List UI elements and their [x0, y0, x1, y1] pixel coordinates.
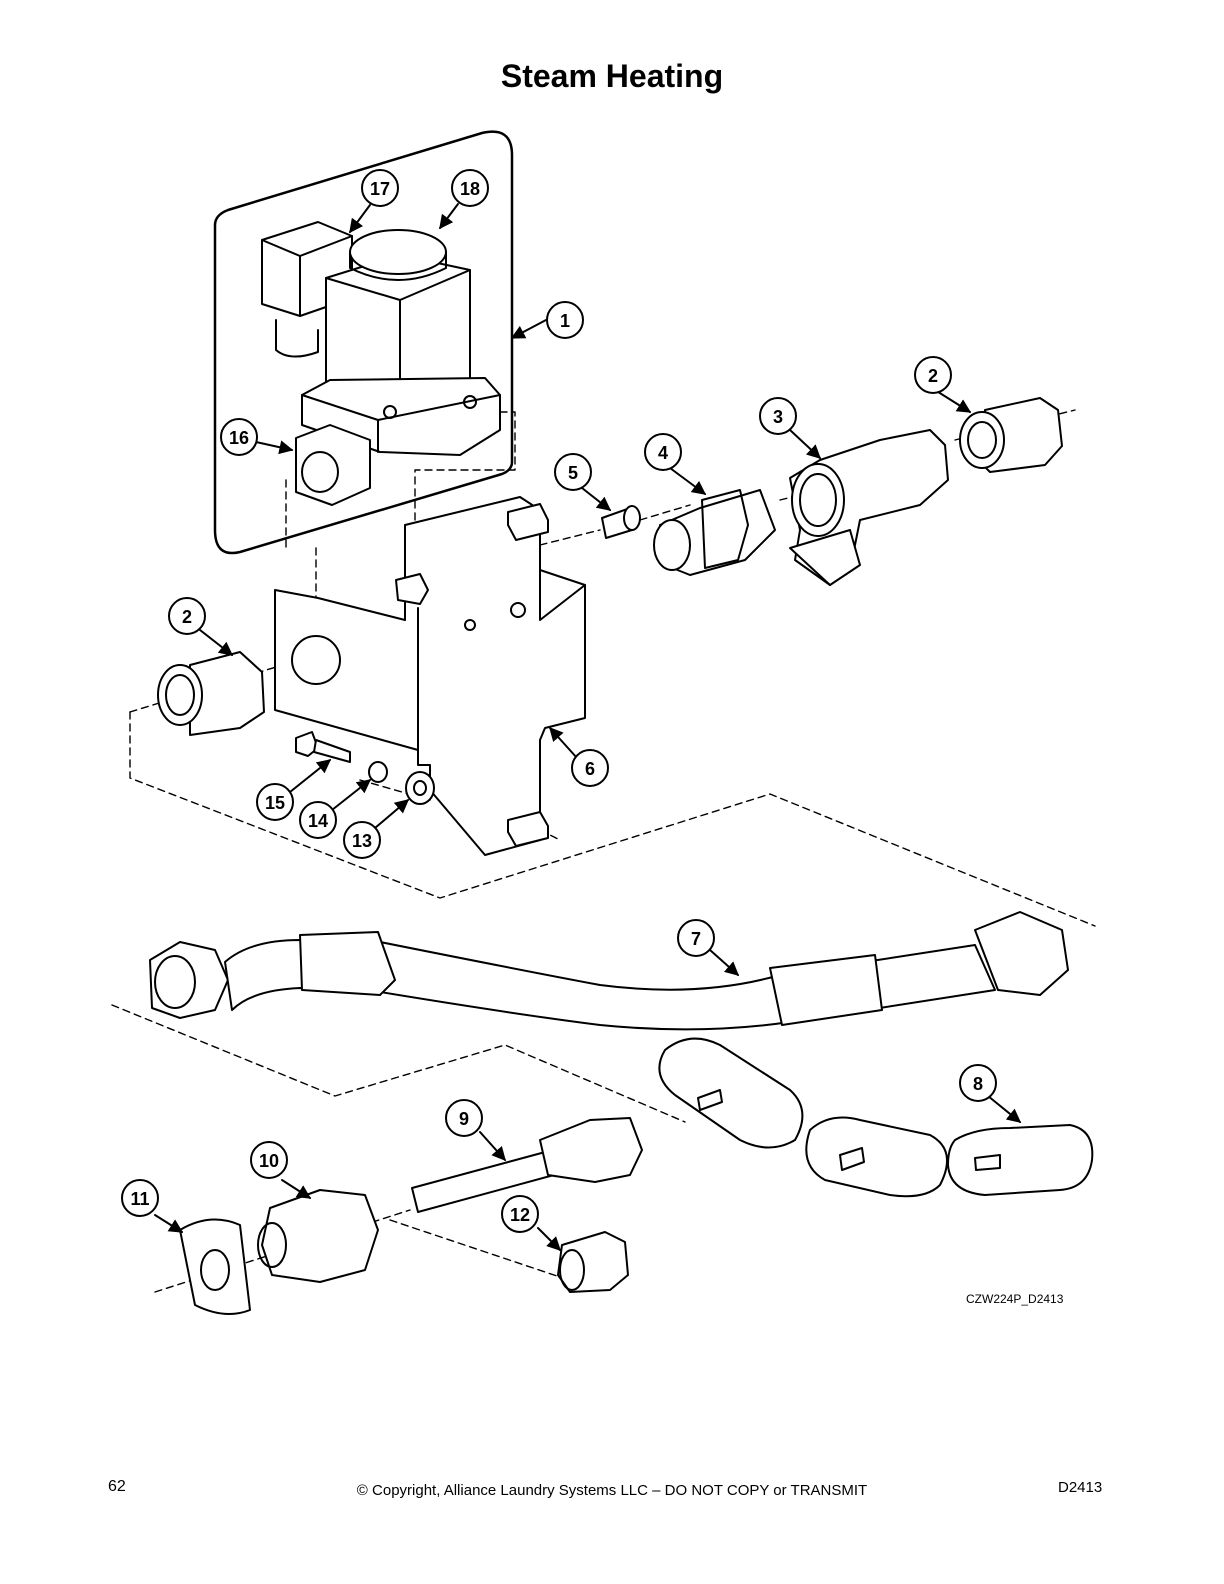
callout-18: 18	[451, 169, 489, 207]
callout-16: 16	[220, 418, 258, 456]
hex-nipple	[653, 489, 776, 576]
svg-text:11: 11	[130, 1189, 149, 1209]
valve-inset-panel	[213, 130, 514, 555]
svg-text:2: 2	[928, 366, 938, 386]
callout-1: 1	[546, 301, 584, 339]
solenoid-valve	[261, 221, 501, 506]
svg-text:5: 5	[568, 463, 578, 483]
callout-2-lower: 2	[168, 597, 206, 635]
callout-7: 7	[677, 919, 715, 957]
callout-14: 14	[299, 801, 337, 839]
document-code: D2413	[1058, 1479, 1103, 1496]
svg-text:13: 13	[352, 831, 372, 851]
steam-pipe	[411, 1117, 643, 1213]
bolt-and-washers	[295, 731, 435, 805]
callout-11: 11	[121, 1179, 159, 1217]
svg-text:2: 2	[182, 607, 192, 627]
callout-5: 5	[554, 453, 592, 491]
callout-13: 13	[343, 821, 381, 859]
svg-text:3: 3	[773, 407, 783, 427]
svg-text:10: 10	[259, 1151, 279, 1171]
callout-2-upper: 2	[914, 356, 952, 394]
svg-text:15: 15	[265, 793, 285, 813]
steam-hose	[149, 911, 1069, 1031]
pin	[601, 505, 641, 539]
svg-text:9: 9	[459, 1109, 469, 1129]
svg-text:7: 7	[691, 929, 701, 949]
callout-3: 3	[759, 397, 797, 435]
svg-text:17: 17	[370, 179, 390, 199]
page-title: Steam Heating	[500, 58, 724, 94]
svg-text:1: 1	[560, 311, 570, 331]
coupling-nut-washer	[179, 1189, 629, 1315]
callout-6: 6	[571, 749, 609, 787]
fitting-2-upper	[959, 397, 1063, 473]
callout-10: 10	[250, 1141, 288, 1179]
page-number: 62	[108, 1478, 126, 1495]
svg-text:6: 6	[585, 759, 595, 779]
mounting-bracket	[274, 496, 586, 856]
svg-text:8: 8	[973, 1074, 983, 1094]
svg-text:12: 12	[510, 1205, 530, 1225]
callout-8: 8	[959, 1064, 997, 1102]
callout-9: 9	[445, 1099, 483, 1137]
callout-4: 4	[644, 433, 682, 471]
fitting-2-lower	[157, 651, 265, 736]
steam-trap-assembly	[658, 1037, 1094, 1198]
callout-15: 15	[256, 783, 294, 821]
callout-12: 12	[501, 1195, 539, 1233]
svg-text:16: 16	[229, 428, 249, 448]
callout-leaders	[154, 203, 1022, 1251]
svg-text:18: 18	[460, 179, 480, 199]
strainer	[789, 429, 949, 586]
figure-code: CZW224P_D2413	[966, 1292, 1064, 1306]
copyright-notice: © Copyright, Alliance Laundry Systems LL…	[356, 1482, 868, 1499]
callout-17: 17	[361, 169, 399, 207]
svg-text:4: 4	[658, 443, 668, 463]
svg-text:14: 14	[308, 811, 328, 831]
